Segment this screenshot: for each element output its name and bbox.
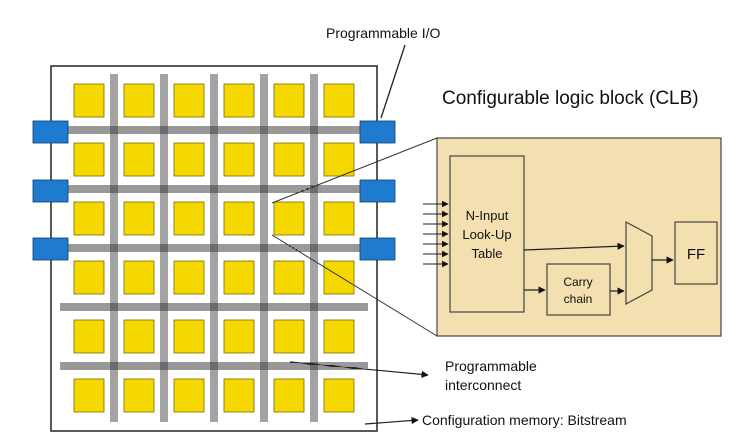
logic-block xyxy=(73,319,105,354)
logic-block xyxy=(273,201,305,236)
logic-block xyxy=(273,319,305,354)
clb-title: Configurable logic block (CLB) xyxy=(442,88,699,109)
logic-block xyxy=(323,319,355,354)
logic-block xyxy=(223,201,255,236)
io-block-right xyxy=(359,179,396,203)
interconnect-label-line2: interconnect xyxy=(445,377,521,393)
logic-block xyxy=(223,83,255,118)
lut-label-line3: Table xyxy=(471,246,502,261)
carry-label-line1: Carry xyxy=(563,275,592,289)
carry-label-line2: chain xyxy=(564,292,593,306)
programmable-io-label: Programmable I/O xyxy=(326,25,440,41)
io-block-right xyxy=(359,120,396,144)
io-blocks xyxy=(32,120,396,261)
logic-block xyxy=(173,201,205,236)
io-block-left xyxy=(32,237,69,261)
logic-block xyxy=(73,201,105,236)
logic-block xyxy=(123,201,155,236)
logic-block xyxy=(323,260,355,295)
logic-block xyxy=(173,260,205,295)
logic-block xyxy=(223,319,255,354)
logic-block xyxy=(123,260,155,295)
mux-shape xyxy=(625,220,653,306)
logic-block xyxy=(273,378,305,413)
logic-block xyxy=(323,201,355,236)
logic-block xyxy=(123,142,155,177)
config-memory-label: Configuration memory: Bitstream xyxy=(422,412,627,428)
interconnect-arrow xyxy=(289,361,429,378)
logic-block xyxy=(73,142,105,177)
logic-block xyxy=(223,378,255,413)
interconnect-label-line1: Programmable xyxy=(445,358,537,374)
io-block-left xyxy=(32,120,69,144)
io-block-right xyxy=(359,237,396,261)
logic-block xyxy=(123,378,155,413)
logic-block xyxy=(323,142,355,177)
logic-block xyxy=(173,142,205,177)
logic-block xyxy=(73,378,105,413)
logic-block xyxy=(173,319,205,354)
lut-to-mux-arrow xyxy=(523,242,625,251)
lut-input-arrows xyxy=(423,200,449,268)
logic-block xyxy=(173,378,205,413)
zoom-line-bottom xyxy=(271,234,438,337)
logic-block xyxy=(73,260,105,295)
logic-block-grid xyxy=(73,83,355,413)
zoom-line-top xyxy=(271,137,438,204)
logic-block xyxy=(123,319,155,354)
logic-block xyxy=(123,83,155,118)
logic-block xyxy=(73,83,105,118)
lut-box xyxy=(449,155,525,313)
carry-chain-box xyxy=(546,263,611,316)
config-memory-arrow xyxy=(364,416,419,425)
lut-label-line1: N-Input xyxy=(466,208,509,223)
io-pointer-line xyxy=(380,44,406,119)
ff-box xyxy=(674,221,718,285)
io-block-left xyxy=(32,179,69,203)
lut-label-line2: Look-Up xyxy=(462,227,511,242)
logic-block xyxy=(173,83,205,118)
logic-block xyxy=(323,378,355,413)
logic-block xyxy=(273,142,305,177)
logic-block xyxy=(273,260,305,295)
logic-block xyxy=(273,83,305,118)
fpga-chip-outline xyxy=(50,65,378,432)
logic-block xyxy=(323,83,355,118)
logic-block xyxy=(223,260,255,295)
logic-block xyxy=(223,142,255,177)
ff-label: FF xyxy=(687,246,705,263)
